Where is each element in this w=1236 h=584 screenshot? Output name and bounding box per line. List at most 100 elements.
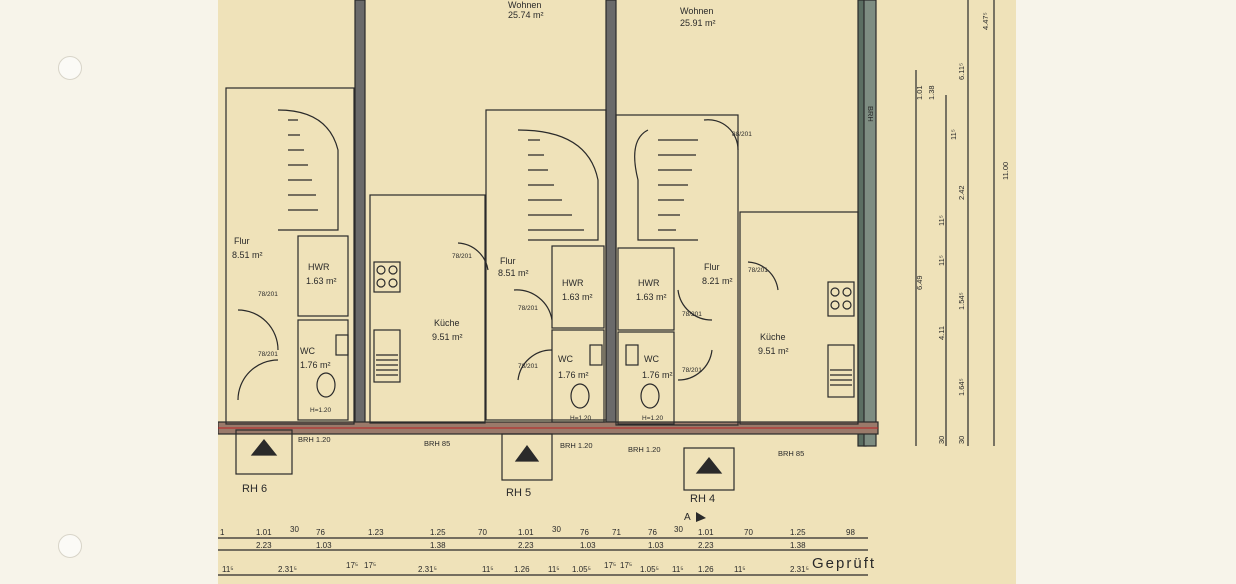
room-area: 1.63 m² (306, 276, 337, 286)
door-label: 78/201 (518, 305, 538, 312)
dim-label: 17⁵ (604, 561, 616, 570)
dim-label: 6.49 (915, 275, 924, 290)
dim-label: 2.31⁵ (278, 565, 297, 574)
room-area: 1.76 m² (558, 370, 589, 380)
rh4-sink-counter (827, 344, 855, 398)
parapet-label: BRH 85 (778, 449, 804, 458)
room-area: 1.63 m² (562, 292, 593, 302)
rh6-wc-box (297, 319, 349, 421)
door-label: 88/201 (732, 131, 752, 138)
dim-sub-label: 2.23 (256, 541, 272, 550)
room-area: 8.51 m² (498, 268, 529, 278)
parapet-label: BRH (866, 106, 875, 122)
dim-label: 1.01 (518, 528, 534, 537)
dim-sub-label: 1.03 (316, 541, 332, 550)
parapet-label: BRH 1.20 (628, 445, 661, 454)
dim-label: 1 (220, 528, 225, 537)
room-area: 25.74 m² (508, 10, 544, 20)
punch-hole-bottom (58, 534, 82, 558)
dim-label: 4.11 (937, 326, 946, 340)
dim-label: 1.64⁵ (957, 378, 966, 396)
dim-label: 11.00 (1001, 162, 1010, 180)
section-mark: A (684, 512, 691, 523)
dim-label: 17⁵ (346, 561, 358, 570)
door-label: 78/201 (452, 253, 472, 260)
dim-label: 2.31⁵ (790, 565, 809, 574)
rh4-kitchen-box (739, 211, 859, 425)
dim-label: 11⁵ (937, 255, 946, 266)
floor-plan-drawing: Wohnen 25.74 m² Wohnen 25.91 m² Flur 8.5… (218, 0, 1010, 576)
door-label: 78/201 (748, 267, 768, 274)
window-mark: H=1.20 (570, 415, 592, 422)
rh5-kitchen-box (369, 194, 486, 424)
rh4-stair (634, 129, 698, 241)
room-area: 9.51 m² (432, 332, 463, 342)
rh6-toilet (316, 372, 336, 398)
room-name: HWR (308, 262, 330, 272)
house-label-rh5: RH 5 (506, 487, 531, 499)
dim-label: 4.47⁵ (981, 12, 990, 30)
punch-hole-top (58, 56, 82, 80)
room-name: Flur (234, 236, 250, 246)
dim-label: 70 (478, 528, 487, 537)
room-name: Wohnen (508, 0, 541, 10)
window-mark: H=1.20 (642, 415, 664, 422)
room-name: WC (644, 354, 659, 364)
dim-label: 1.05⁵ (572, 565, 591, 574)
dim-sub-label: 1.38 (790, 541, 806, 550)
rh6-hwr-box (297, 235, 349, 317)
rh5-stove (373, 261, 401, 293)
rh5-hwr-box (551, 245, 605, 329)
room-name: Küche (760, 332, 786, 342)
dim-label: 1.38 (927, 85, 936, 100)
dim-sub-label: 2.23 (518, 541, 534, 550)
room-name: Wohnen (680, 6, 713, 16)
rh5-basin (589, 344, 603, 366)
parapet-label: BRH 1.20 (298, 435, 331, 444)
rh4-front-door-swing (703, 119, 739, 151)
dim-label: 1.26 (514, 565, 530, 574)
room-name: WC (300, 346, 315, 356)
door-label: 78/201 (682, 311, 702, 318)
room-area: 1.76 m² (642, 370, 673, 380)
rh4-core (615, 114, 739, 426)
dim-sub-label: 1.03 (580, 541, 596, 550)
dim-label: 30 (937, 436, 946, 444)
dim-label: 11⁵ (734, 565, 746, 574)
dim-label: 1.23 (368, 528, 384, 537)
room-area: 8.51 m² (232, 250, 263, 260)
rh6-door-swing (237, 309, 279, 351)
dim-label: 1.05⁵ (640, 565, 659, 574)
dim-label: 2.31⁵ (418, 565, 437, 574)
rh5-stair (517, 129, 599, 241)
dim-label: 6.11⁵ (957, 63, 966, 80)
room-name: WC (558, 354, 573, 364)
dim-sub-label: 1.38 (430, 541, 446, 550)
dim-label: 1.25 (790, 528, 806, 537)
dim-label: 17⁵ (620, 561, 632, 570)
room-area: 9.51 m² (758, 346, 789, 356)
dim-label: 2.42 (957, 185, 966, 200)
room-name: HWR (638, 278, 660, 288)
dim-label: 1.25 (430, 528, 446, 537)
room-name: Flur (704, 262, 720, 272)
dim-label: 1.54⁵ (957, 292, 966, 310)
dim-label: 76 (316, 528, 325, 537)
dim-label: 11⁵ (672, 565, 684, 574)
door-label: 78/201 (258, 291, 278, 298)
rh5-porch (501, 433, 553, 481)
room-name: Küche (434, 318, 460, 328)
dim-label: 30 (290, 525, 299, 534)
rh5-sink-counter (373, 329, 401, 383)
dim-label: 70 (744, 528, 753, 537)
rh4-toilet (640, 383, 660, 409)
dim-label: 76 (648, 528, 657, 537)
room-name: Flur (500, 256, 516, 266)
dim-label: 1.01 (256, 528, 272, 537)
rh4-wc-box (617, 331, 675, 425)
dim-label: 76 (580, 528, 589, 537)
rh6-porch (235, 429, 293, 475)
floor-plan-sheet: Wohnen 25.74 m² Wohnen 25.91 m² Flur 8.5… (218, 0, 1016, 584)
room-area: 1.63 m² (636, 292, 667, 302)
room-area: 25.91 m² (680, 18, 716, 28)
